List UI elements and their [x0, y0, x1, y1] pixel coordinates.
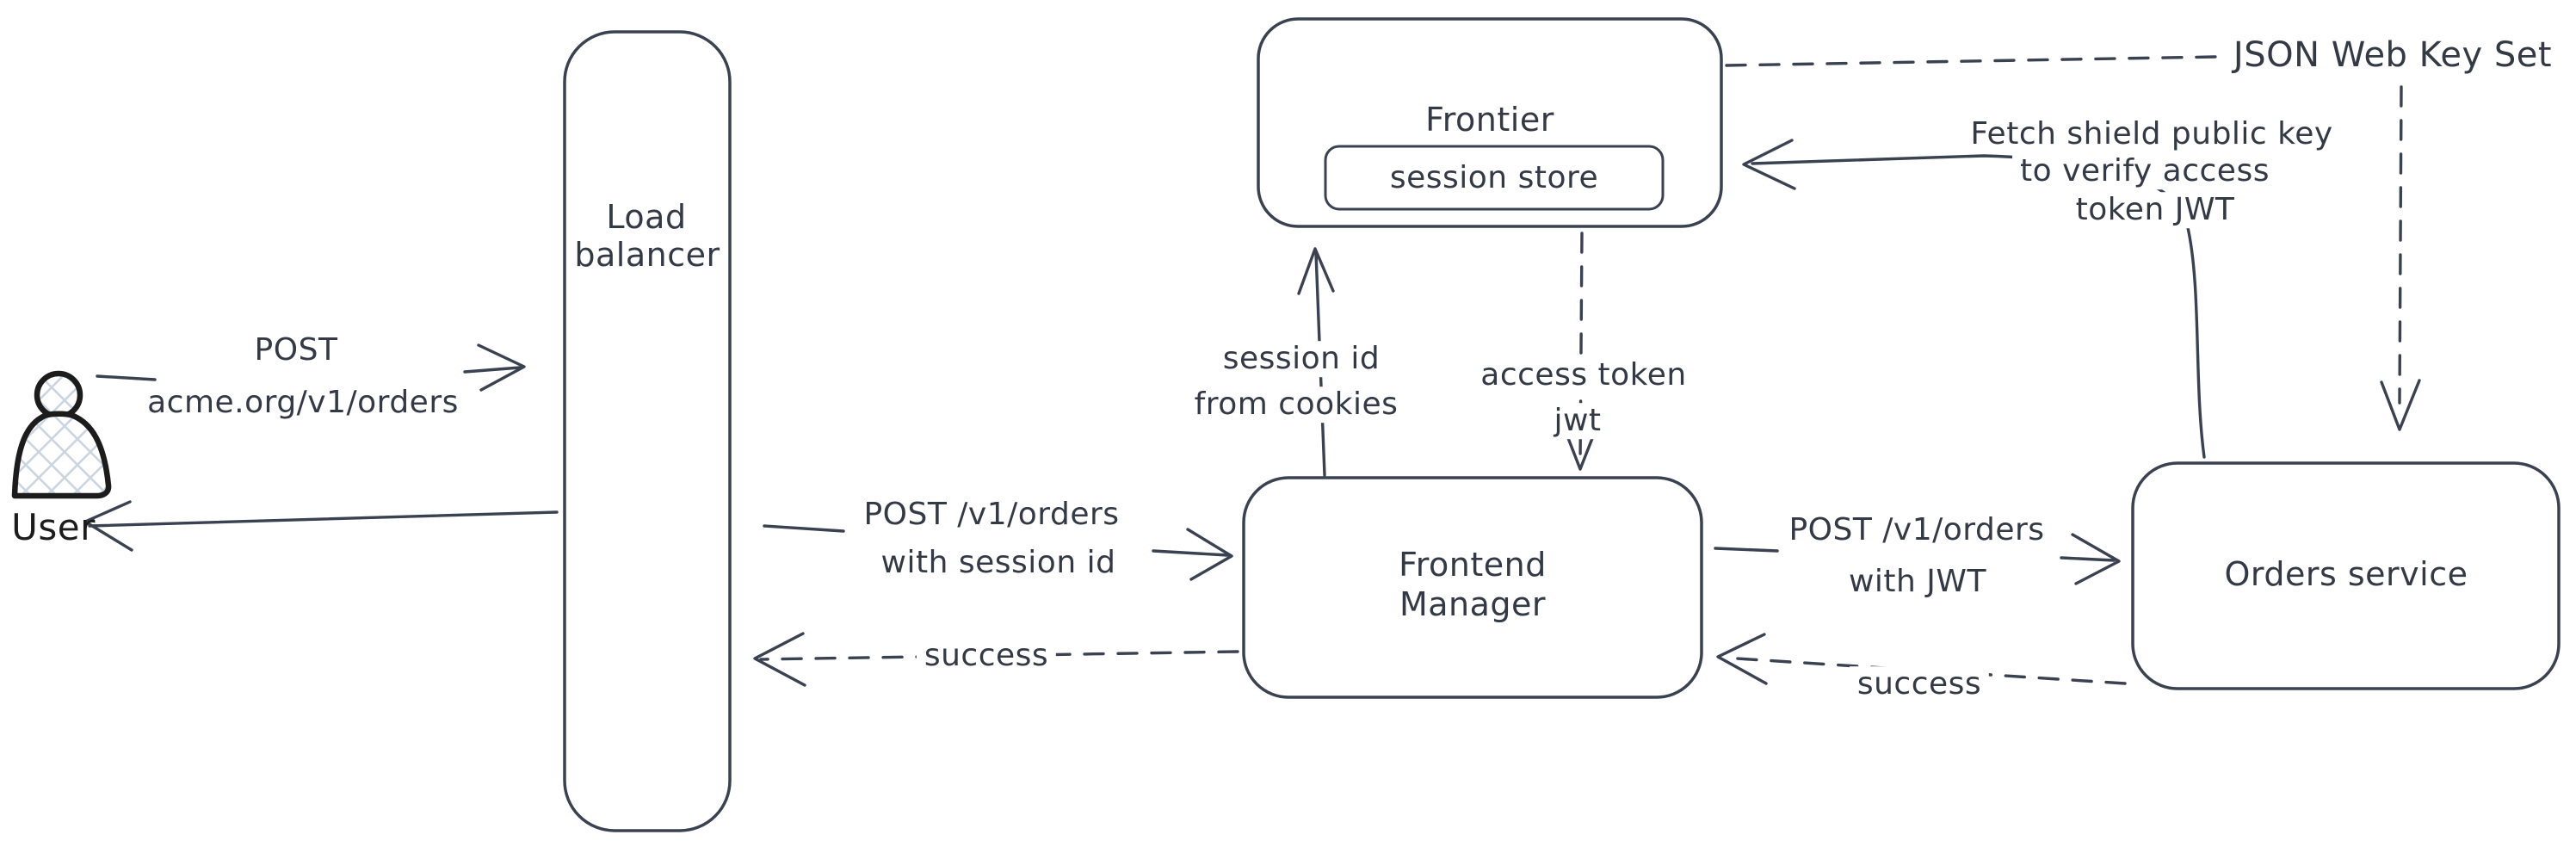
session-store-box[interactable]: [1324, 145, 1665, 211]
arrow-load-balancer-to-user[interactable]: [83, 500, 559, 552]
orders-service-box[interactable]: [2131, 461, 2561, 690]
edge-label-fm-to-orders-line2: with JWT: [1840, 564, 1995, 600]
edge-label-fm-to-orders-line1: POST /v1/orders: [1781, 512, 2053, 548]
line-frontier-to-jwks[interactable]: [1725, 55, 2217, 67]
edge-label-orders-to-fm-success: success: [1849, 666, 1990, 702]
arrow-frontend-manager-to-orders-service[interactable]: [1714, 533, 2121, 585]
arrow-jwks-to-orders-service[interactable]: [2380, 85, 2421, 431]
orders-service-label: Orders service: [2224, 555, 2468, 594]
frontier-box[interactable]: [1257, 17, 1723, 228]
edge-label-fm-to-frontier-line1: session id: [1214, 341, 1388, 377]
edge-label-user-to-lb-line2: acme.org/v1/orders: [139, 385, 466, 421]
edge-label-frontier-to-fm-line2: jwt: [1546, 403, 1609, 439]
edge-label-fetch-key-line3: token JWT: [2067, 192, 2243, 228]
edge-label-fm-to-frontier-line2: from cookies: [1186, 386, 1406, 423]
arrow-user-to-load-balancer[interactable]: [96, 343, 526, 392]
load-balancer-box[interactable]: [563, 30, 732, 832]
edge-label-user-to-lb-line1: POST: [246, 332, 346, 368]
load-balancer-label-line2: balancer: [574, 236, 720, 275]
jwks-label: JSON Web Key Set: [2233, 35, 2553, 75]
load-balancer-label-line1: Load: [606, 198, 687, 237]
edge-label-lb-to-fm-line1: POST /v1/orders: [856, 497, 1127, 533]
frontier-label: Frontier: [1425, 101, 1554, 139]
user-label: User: [11, 505, 96, 548]
edge-label-fetch-key-line1: Fetch shield public key: [1962, 116, 2341, 152]
frontend-manager-label-line2: Manager: [1399, 585, 1547, 624]
edge-label-lb-to-fm-line2: with session id: [873, 545, 1124, 581]
edge-label-fetch-key-line2: to verify access: [2012, 153, 2277, 189]
edge-label-fm-to-lb-success: success: [916, 638, 1057, 674]
edge-label-frontier-to-fm-line1: access token: [1473, 357, 1695, 393]
arrow-load-balancer-to-frontend-manager[interactable]: [763, 524, 1233, 581]
frontend-manager-label-line1: Frontend: [1399, 546, 1547, 584]
frontend-manager-box[interactable]: [1242, 476, 1703, 699]
session-store-label: session store: [1389, 160, 1599, 196]
user-person-icon[interactable]: [11, 370, 112, 499]
